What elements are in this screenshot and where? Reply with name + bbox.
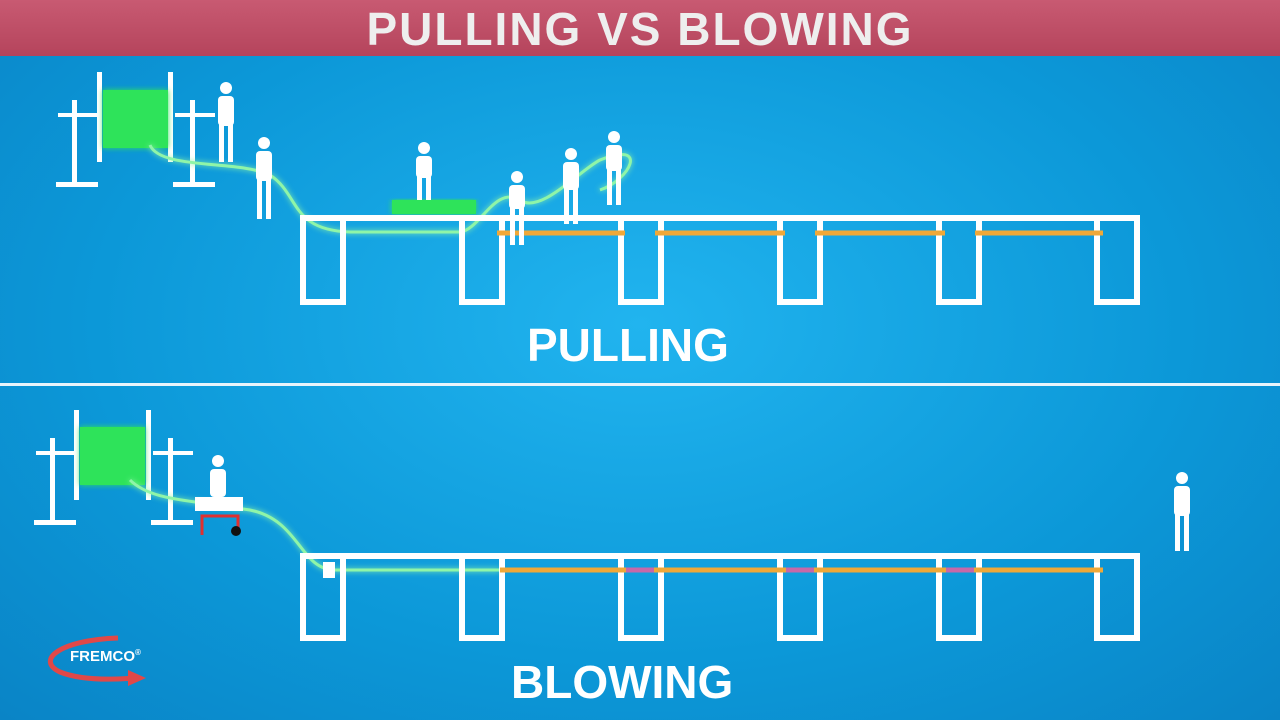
pulling-drum-stand: [56, 72, 215, 187]
workers-pulling: [218, 82, 622, 245]
logo-text: FREMCO: [70, 648, 135, 665]
blowing-cable: [128, 478, 500, 572]
worker-figure: [416, 142, 432, 200]
pulling-label: PULLING: [527, 319, 729, 371]
section-divider: [0, 383, 1280, 386]
pulling-winch: [392, 200, 476, 214]
blowing-drum-stand: [34, 410, 193, 525]
worker-figure: [563, 148, 579, 224]
page-title: PULLING VS BLOWING: [366, 3, 914, 55]
pulling-duct-route: [300, 215, 1140, 305]
worker-figure: [509, 171, 525, 245]
worker-figure: [218, 82, 234, 162]
registered-mark: ®: [135, 648, 141, 657]
duct-entry-seal: [323, 562, 335, 578]
cable-drum: [103, 90, 168, 148]
fremco-logo-arrow: [47, 635, 146, 686]
title-bar: PULLING VS BLOWING: [0, 0, 1280, 56]
worker-figure: [606, 131, 622, 205]
cable-drum: [80, 427, 145, 485]
blowing-machine: [195, 455, 243, 536]
fremco-logo: FREMCO®: [70, 648, 141, 665]
blowing-label: BLOWING: [511, 656, 734, 708]
worker-figure: [1174, 472, 1190, 551]
blowing-duct-route: [300, 553, 1140, 641]
worker-figure: [256, 137, 272, 219]
